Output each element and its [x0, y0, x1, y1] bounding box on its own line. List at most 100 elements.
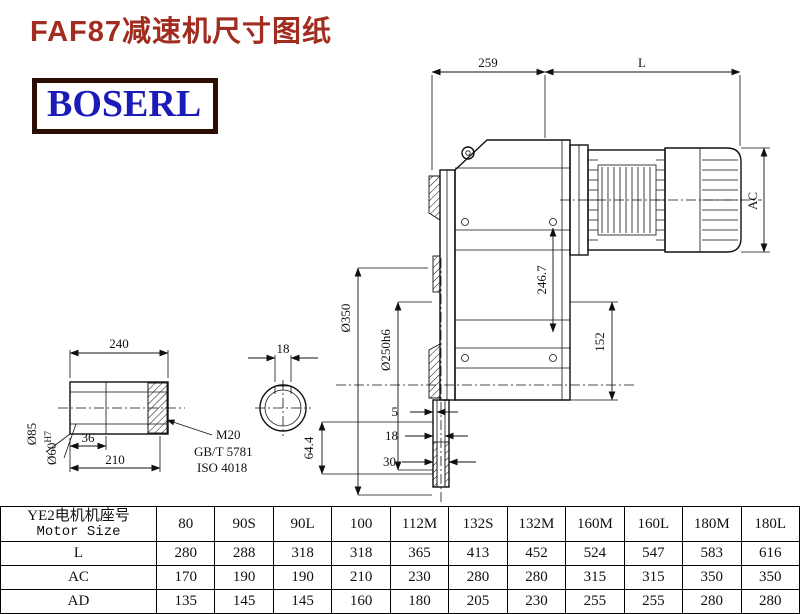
dim-259: 259: [478, 55, 498, 70]
cell: 145: [214, 589, 274, 614]
motor-size-table: YE2电机机座号 Motor Size 80 90S 90L 100 112M …: [0, 506, 800, 614]
dim-5: 5: [392, 404, 399, 419]
cell: 145: [272, 589, 333, 614]
housing-bolt: [461, 218, 469, 226]
cell: 280: [740, 589, 800, 614]
dim-36: 36: [82, 430, 96, 445]
label-gbt-5781: GB/T 5781: [194, 444, 253, 459]
hollow-shaft: [69, 381, 169, 435]
extension-lines: [322, 75, 770, 496]
flange-lug-mid: [432, 255, 441, 293]
dim-l: L: [638, 55, 646, 70]
section-crosshair: [255, 380, 311, 436]
cell: 350: [682, 565, 742, 590]
col-header-112m: 112M: [389, 506, 450, 542]
shaft-extension-lines: [69, 350, 292, 472]
fan-cowl-fins: [702, 159, 738, 241]
table-row-L: L 280 288 318 318 365 413 452 524 547 58…: [0, 541, 800, 566]
dim-30: 30: [383, 454, 396, 469]
cell: 365: [389, 541, 450, 566]
housing-rib-lines: [455, 140, 570, 400]
housing-bolt: [549, 354, 557, 362]
table-row-AC: AC 170 190 190 210 230 280 280 315 315 3…: [0, 565, 800, 590]
dim-18-keyway: 18: [277, 341, 290, 356]
table-header-label: YE2电机机座号 Motor Size: [0, 506, 157, 542]
cell: 583: [682, 541, 742, 566]
cell: 280: [682, 589, 742, 614]
cell: 315: [623, 565, 684, 590]
col-header-160m: 160M: [565, 506, 625, 542]
stub-hatch-right: [444, 441, 450, 488]
col-header-100: 100: [331, 506, 391, 542]
cell: 318: [331, 541, 391, 566]
bolt-leader: [166, 419, 213, 436]
cell: 190: [272, 565, 333, 590]
motor-fins: [588, 159, 665, 241]
cell: 230: [506, 589, 567, 614]
dim-60h7: Ø60H7: [44, 431, 59, 465]
stub-hatch-left: [432, 441, 438, 488]
boserl-logo: BOSERL: [32, 78, 219, 134]
label-m20: M20: [216, 427, 241, 442]
col-header-90s: 90S: [214, 506, 274, 542]
shaft-bore-lines: [70, 382, 168, 434]
cell: 255: [623, 589, 684, 614]
table-row-AD: AD 135 145 145 160 180 205 230 255 255 2…: [0, 589, 800, 614]
output-flange: [439, 169, 456, 401]
col-header-90l: 90L: [272, 506, 333, 542]
dim-152: 152: [592, 332, 607, 352]
cell: 288: [214, 541, 274, 566]
cell: 280: [448, 565, 508, 590]
page-title: FAF87减速机尺寸图纸: [30, 16, 333, 48]
row-label-L: L: [0, 541, 157, 566]
cell: 255: [565, 589, 625, 614]
cell: 170: [155, 565, 216, 590]
col-header-180l: 180L: [740, 506, 800, 542]
motor-winding-lines: [601, 167, 651, 233]
cell: 180: [389, 589, 450, 614]
dim-ac: AC: [745, 192, 760, 210]
cell: 350: [740, 565, 800, 590]
cell: 616: [740, 541, 800, 566]
cell: 190: [214, 565, 274, 590]
cell: 205: [448, 589, 508, 614]
col-header-80: 80: [155, 506, 216, 542]
main-view: [336, 139, 762, 502]
housing-bolt: [461, 354, 469, 362]
fan-cowl: [664, 147, 742, 253]
dim-210: 210: [105, 452, 125, 467]
cell: 280: [506, 565, 567, 590]
dim-350: Ø350: [338, 304, 353, 333]
flange-lug-top: [428, 175, 441, 221]
cell: 135: [155, 589, 216, 614]
dim-64-4: 64.4: [301, 436, 316, 459]
cell: 160: [331, 589, 391, 614]
cell: 318: [272, 541, 333, 566]
cell: 452: [506, 541, 567, 566]
dimension-drawing: 259 L AC 246.7 152 Ø350 Ø250h6 64.4 5 18…: [24, 55, 770, 502]
housing-bolt: [549, 218, 557, 226]
cell: 280: [155, 541, 216, 566]
table-header-row: YE2电机机座号 Motor Size 80 90S 90L 100 112M …: [0, 506, 800, 542]
header-label-cn: YE2电机机座号: [27, 508, 130, 524]
boserl-logo-text: BOSERL: [47, 83, 202, 125]
row-label-AC: AC: [0, 565, 157, 590]
dim-240: 240: [109, 336, 129, 351]
dim-250h6: Ø250h6: [378, 329, 393, 371]
col-header-132s: 132S: [448, 506, 508, 542]
dim-85: Ø85: [24, 423, 39, 445]
cell: 315: [565, 565, 625, 590]
cell: 524: [565, 541, 625, 566]
main-view-dimensions: 259 L AC 246.7 152 Ø350 Ø250h6 64.4 5 18…: [301, 55, 770, 496]
cell: 413: [448, 541, 508, 566]
shaft-detail-view: 240 18 Ø85 Ø60H7 36 210 M20 GB/T 5781 IS…: [24, 336, 318, 475]
label-iso-4018: ISO 4018: [197, 460, 247, 475]
eyebolt-icon: [461, 146, 475, 160]
col-header-180m: 180M: [682, 506, 742, 542]
dim-246-7: 246.7: [534, 265, 549, 295]
row-label-AD: AD: [0, 589, 157, 614]
col-header-132m: 132M: [506, 506, 567, 542]
eyebolt-hole: [465, 150, 471, 156]
dim-18-offset: 18: [385, 428, 398, 443]
flange-lug-bottom: [428, 343, 441, 399]
